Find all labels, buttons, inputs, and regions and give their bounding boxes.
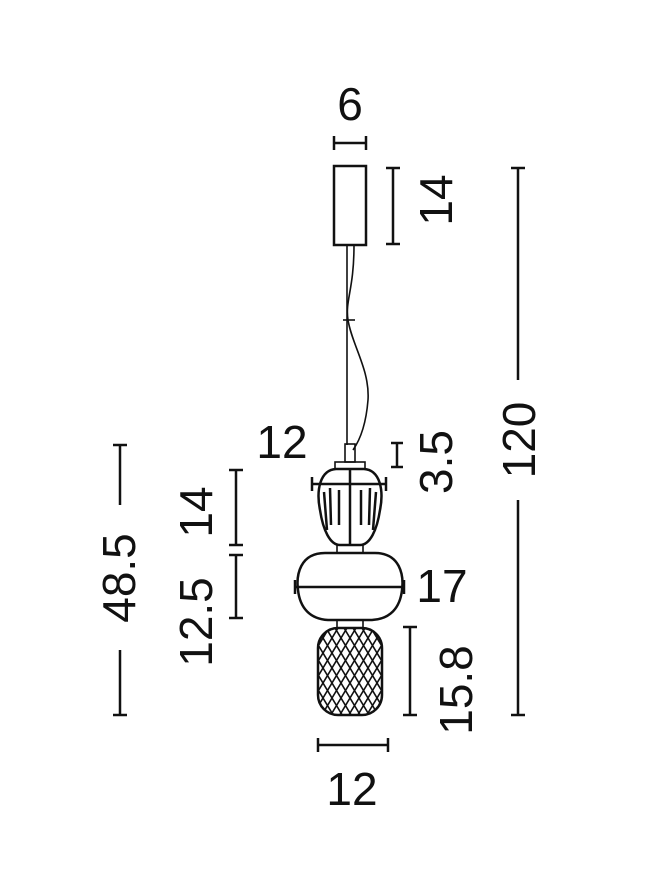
bottom-shade-height-dimension: 15.8 (403, 625, 482, 735)
mesh-line (318, 628, 357, 715)
mesh-line (318, 628, 348, 715)
mesh-line (321, 628, 375, 715)
canopy-width-label: 6 (337, 78, 363, 130)
mesh-line (318, 628, 366, 715)
mesh-line (318, 628, 370, 715)
mesh-line (263, 628, 315, 715)
mesh-line (218, 628, 270, 715)
body-height-label: 48.5 (93, 533, 145, 623)
mesh-line (370, 628, 382, 715)
mesh-line (227, 628, 279, 715)
stem-height-dimension: 3.5 (391, 430, 462, 494)
canopy (332, 164, 368, 247)
canopy-height-dimension: 14 (386, 166, 462, 246)
body-height-dimension: 48.5 (93, 443, 145, 717)
lamp-body (218, 443, 404, 717)
top-shade-width-label: 12 (256, 416, 307, 468)
mesh-line (318, 628, 343, 715)
suspension-cables (343, 244, 369, 451)
mesh-line (259, 628, 311, 715)
middle-shade-height-dimension: 12.5 (170, 553, 243, 667)
mesh-line (250, 628, 302, 715)
bottom-shade-width-dimension: 12 (316, 738, 390, 815)
bottom-shade-height-label: 15.8 (430, 645, 482, 735)
mesh-line (379, 628, 382, 715)
mesh-line (245, 628, 297, 715)
canopy-width-dimension: 6 (332, 78, 368, 150)
mesh-line (318, 628, 352, 715)
stem-height-label: 3.5 (410, 430, 462, 494)
mesh-line (343, 628, 382, 715)
mesh-line (339, 628, 382, 715)
bottom-shade-width-label: 12 (326, 763, 377, 815)
middle-shade-height-label: 12.5 (170, 577, 222, 667)
total-height-dimension: 120 (493, 166, 545, 717)
canopy-height-label: 14 (410, 174, 462, 225)
mesh-line (318, 628, 339, 715)
mesh-line (318, 628, 361, 715)
middle-shade-width-dimension: 17 (293, 560, 468, 612)
mesh-line (254, 628, 306, 715)
mesh-line (318, 628, 321, 715)
mesh-line (318, 628, 325, 715)
mesh-line (357, 628, 382, 715)
mesh-line (236, 628, 288, 715)
top-shade-height-label: 14 (170, 486, 222, 537)
mesh-line (232, 628, 284, 715)
total-height-label: 120 (493, 402, 545, 479)
mesh-line (318, 628, 334, 715)
mesh-line (361, 628, 382, 715)
mesh-line (334, 628, 382, 715)
mesh-line (352, 628, 382, 715)
mesh-line (330, 628, 382, 715)
mesh-line (375, 628, 382, 715)
middle-shade-width-label: 17 (416, 560, 467, 612)
mesh-line (325, 628, 379, 715)
top-shade-width-dimension: 12 (256, 416, 388, 491)
mesh-line (223, 628, 275, 715)
top-shade-height-dimension: 14 (170, 468, 243, 547)
mesh-line (318, 628, 330, 715)
mesh-line (366, 628, 382, 715)
mesh-line (241, 628, 293, 715)
mesh-line (348, 628, 382, 715)
